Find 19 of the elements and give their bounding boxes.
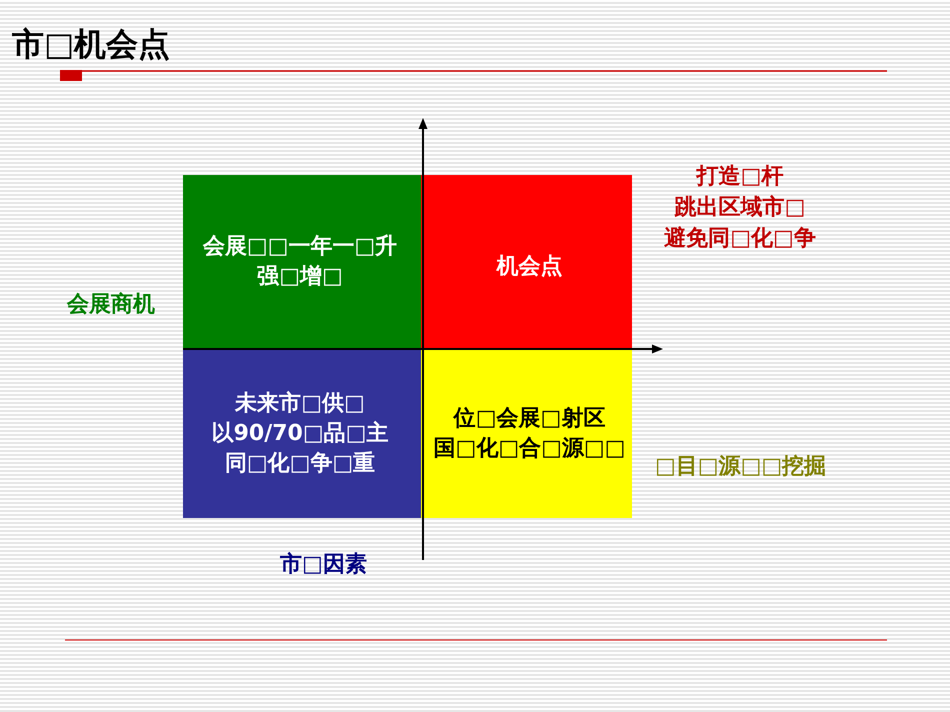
side-label: 市□因素 [280, 550, 367, 579]
quadrant-box [183, 175, 421, 349]
side-label: 避免同□化□争 [664, 225, 816, 253]
quadrant-text: 会展□□一年一□升 [202, 233, 398, 261]
side-label: 会展商机 [67, 291, 155, 319]
quadrant-text: 同□化□争□重 [224, 450, 376, 478]
quadrant-box [421, 175, 632, 349]
quadrant-text: 以90/70□品□主 [212, 420, 388, 448]
quadrant-box [183, 349, 421, 518]
side-label: 打造□杆 [696, 163, 784, 191]
quadrant-text: 国□化□合□源□□ [434, 434, 626, 462]
slide-title: 市□机会点 [12, 24, 170, 64]
side-label: 跳出区域市□ [674, 194, 806, 222]
quadrant-box [421, 349, 632, 518]
side-label: □目□源□□挖掘 [655, 453, 826, 481]
quadrant-text: 未来市□供□ [235, 390, 365, 418]
quadrant-text: 强□增□ [257, 263, 343, 291]
quadrant-text: 机会点 [496, 253, 562, 281]
quadrant-text: 位□会展□射区 [454, 404, 606, 432]
